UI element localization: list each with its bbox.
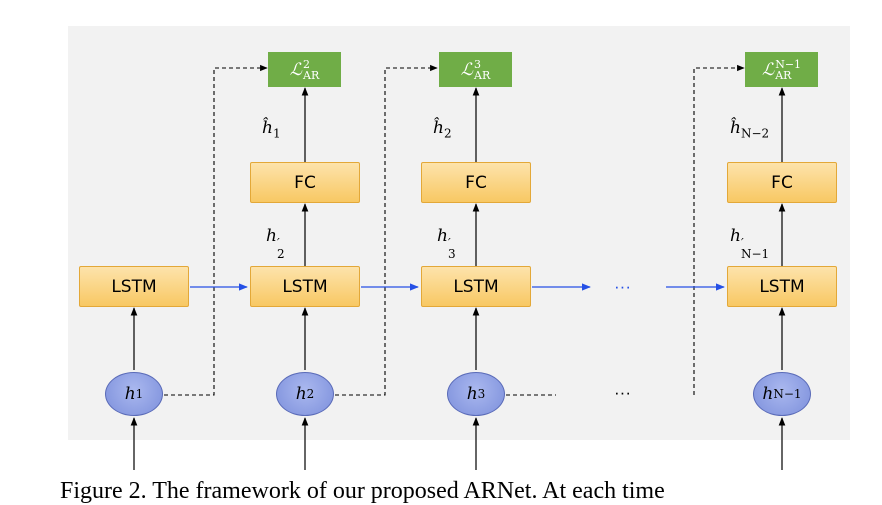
loss-superscript: 3: [474, 57, 481, 71]
loss-superscript: N−1: [775, 57, 802, 71]
fc-box-2: FC: [421, 162, 531, 203]
skip-connection-4: [693, 64, 745, 395]
input-ellipsis: ···: [614, 383, 631, 402]
hidden-prime-label-3: h′N−1: [730, 226, 770, 261]
skip-connection-1: [164, 64, 268, 396]
loss-superscript: 2: [303, 57, 310, 71]
lstm-box-3: LSTM: [421, 266, 531, 307]
lstm-box-4: LSTM: [727, 266, 837, 307]
hidden-hat-label-1: ĥ1: [262, 118, 281, 141]
diagram-panel: [68, 26, 850, 440]
hidden-hat-label-2: ĥ2: [433, 118, 452, 141]
loss-subscript: AR: [474, 68, 491, 82]
figure-caption: Figure 2. The framework of our proposed …: [60, 478, 665, 504]
loss-symbol: ℒ: [289, 59, 302, 80]
loss-symbol: ℒ: [761, 59, 775, 80]
skip-connection-2: [335, 64, 438, 396]
hidden-prime-label-2: h′3: [437, 226, 456, 261]
loss-symbol: ℒ: [460, 59, 473, 80]
fc-box-3: FC: [727, 162, 837, 203]
lstm-box-1: LSTM: [79, 266, 189, 307]
loss-subscript: AR: [775, 68, 792, 82]
hidden-hat-label-3: ĥN−2: [730, 118, 770, 141]
recurrent-ellipsis: ···: [614, 277, 631, 296]
loss-subscript: AR: [303, 68, 320, 82]
hidden-prime-label-1: h′2: [266, 226, 285, 261]
fc-box-1: FC: [250, 162, 360, 203]
lstm-box-2: LSTM: [250, 266, 360, 307]
